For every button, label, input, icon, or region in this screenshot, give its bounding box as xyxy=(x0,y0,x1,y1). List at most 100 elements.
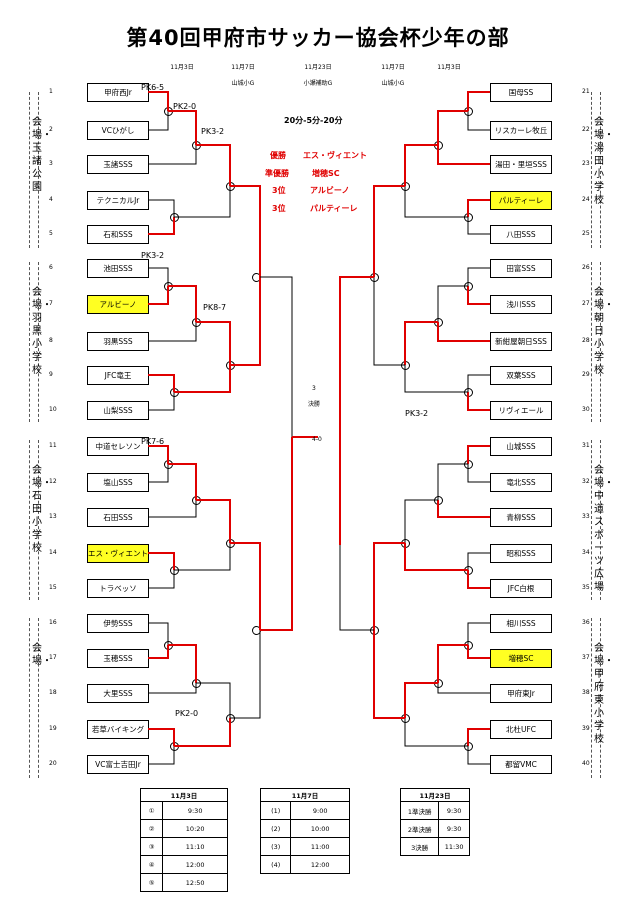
team-number: 20 xyxy=(49,760,57,767)
winner-path xyxy=(168,110,197,118)
winner-path xyxy=(404,321,438,365)
team-number: 17 xyxy=(49,654,57,661)
result-win-team: エス・ヴィエント xyxy=(303,151,367,160)
bracket-line xyxy=(196,682,231,718)
team-number: 18 xyxy=(49,689,57,696)
pk-label: PK2-0 xyxy=(173,102,197,111)
bracket-line xyxy=(404,499,438,543)
result-second-team: 増穂SC xyxy=(312,169,340,178)
schedule-time: 12:50 xyxy=(162,873,228,892)
team-number: 23 xyxy=(582,160,590,167)
bracket-line xyxy=(437,285,468,322)
bracket-line xyxy=(467,374,490,392)
winner-path xyxy=(437,322,490,342)
bracket-line xyxy=(174,543,231,571)
winner-path xyxy=(467,570,490,589)
winner-path xyxy=(230,542,261,630)
winner-path xyxy=(467,728,490,746)
schedule-match: (2) xyxy=(259,819,292,838)
winner-path xyxy=(174,365,231,393)
team-number: 9 xyxy=(49,371,53,378)
bracket-line xyxy=(148,500,197,518)
pk-label: PK6-5 xyxy=(141,83,165,92)
venue-label-right: 会場・湯田小学校 xyxy=(591,92,614,248)
schedule-time: 11:30 xyxy=(438,837,470,856)
team-number: 5 xyxy=(49,230,53,237)
team-number: 30 xyxy=(582,406,590,413)
winner-path xyxy=(230,277,261,366)
bracket-line xyxy=(174,186,231,218)
team-number: 11 xyxy=(49,442,57,449)
bracket-line xyxy=(148,199,175,217)
result-third2-label: 3位 xyxy=(272,204,286,213)
winner-path xyxy=(404,543,468,571)
winner-path xyxy=(467,392,490,411)
team-number: 3 xyxy=(49,160,53,167)
team-box: 相川SSS xyxy=(490,614,552,633)
schedule-time: 10:20 xyxy=(162,819,228,838)
pk-label: PK3-2 xyxy=(201,127,225,136)
team-number: 8 xyxy=(49,337,53,344)
bracket-line xyxy=(148,570,175,589)
team-box: 大里SSS xyxy=(87,684,149,703)
schedule-head: 11月3日 xyxy=(140,788,228,802)
team-number: 37 xyxy=(582,654,590,661)
bracket-line xyxy=(404,718,468,747)
winner-path xyxy=(467,645,490,659)
schedule-row: (3)11:00 xyxy=(259,837,350,856)
team-number: 10 xyxy=(49,406,57,413)
team-number: 32 xyxy=(582,478,590,485)
final-score: 4-0 xyxy=(312,436,322,443)
schedule-match: (1) xyxy=(259,801,292,820)
schedule-time: 9:30 xyxy=(162,801,228,820)
team-number: 14 xyxy=(49,549,57,556)
team-box: リスカーレ牧丘 xyxy=(490,121,552,140)
team-number: 4 xyxy=(49,196,53,203)
team-box: 石和SSS xyxy=(87,225,149,244)
team-box: 山城SSS xyxy=(490,437,552,456)
team-box: 国母SS xyxy=(490,83,552,102)
schedule-match: (4) xyxy=(259,855,292,874)
team-number: 38 xyxy=(582,689,590,696)
team-box: 新紺屋朝日SSS xyxy=(490,332,552,351)
venue-label-left: 会場・ xyxy=(29,618,52,778)
winner-path xyxy=(467,91,490,111)
schedule-time: 9:00 xyxy=(290,801,350,820)
schedule-head: 11月23日 xyxy=(400,788,470,802)
schedule-time: 9:30 xyxy=(438,801,470,820)
winner-path xyxy=(148,217,175,235)
team-box: VCひがし xyxy=(87,121,149,140)
pk-label: PK3-2 xyxy=(141,251,165,260)
team-box: 羽黒SSS xyxy=(87,332,149,351)
schedule-time: 11:10 xyxy=(162,837,228,856)
team-box: 増穂SC xyxy=(490,649,552,668)
bracket-line xyxy=(437,683,490,694)
team-number: 22 xyxy=(582,126,590,133)
team-box: 都留VMC xyxy=(490,755,552,774)
team-box: 青柳SSS xyxy=(490,508,552,527)
pk-label: PK8-7 xyxy=(203,303,227,312)
bracket-line xyxy=(467,746,490,765)
winner-path xyxy=(339,276,374,545)
result-win-label: 優勝 xyxy=(270,151,286,160)
winner-path xyxy=(196,499,231,543)
team-number: 16 xyxy=(49,619,57,626)
schedule-match: 2準決勝 xyxy=(399,819,440,838)
schedule-match: ④ xyxy=(139,855,164,874)
winner-path xyxy=(467,199,490,217)
schedule-row: (1)9:00 xyxy=(259,801,350,820)
bracket-line xyxy=(148,746,175,765)
team-box: 八田SSS xyxy=(490,225,552,244)
team-number: 28 xyxy=(582,337,590,344)
team-number: 6 xyxy=(49,264,53,271)
team-number: 12 xyxy=(49,478,57,485)
result-third2-team: パルティーレ xyxy=(310,204,358,213)
bracket-line xyxy=(148,683,197,694)
team-box: 甲府西Jr xyxy=(87,83,149,102)
team-box: 浅川SSS xyxy=(490,295,552,314)
